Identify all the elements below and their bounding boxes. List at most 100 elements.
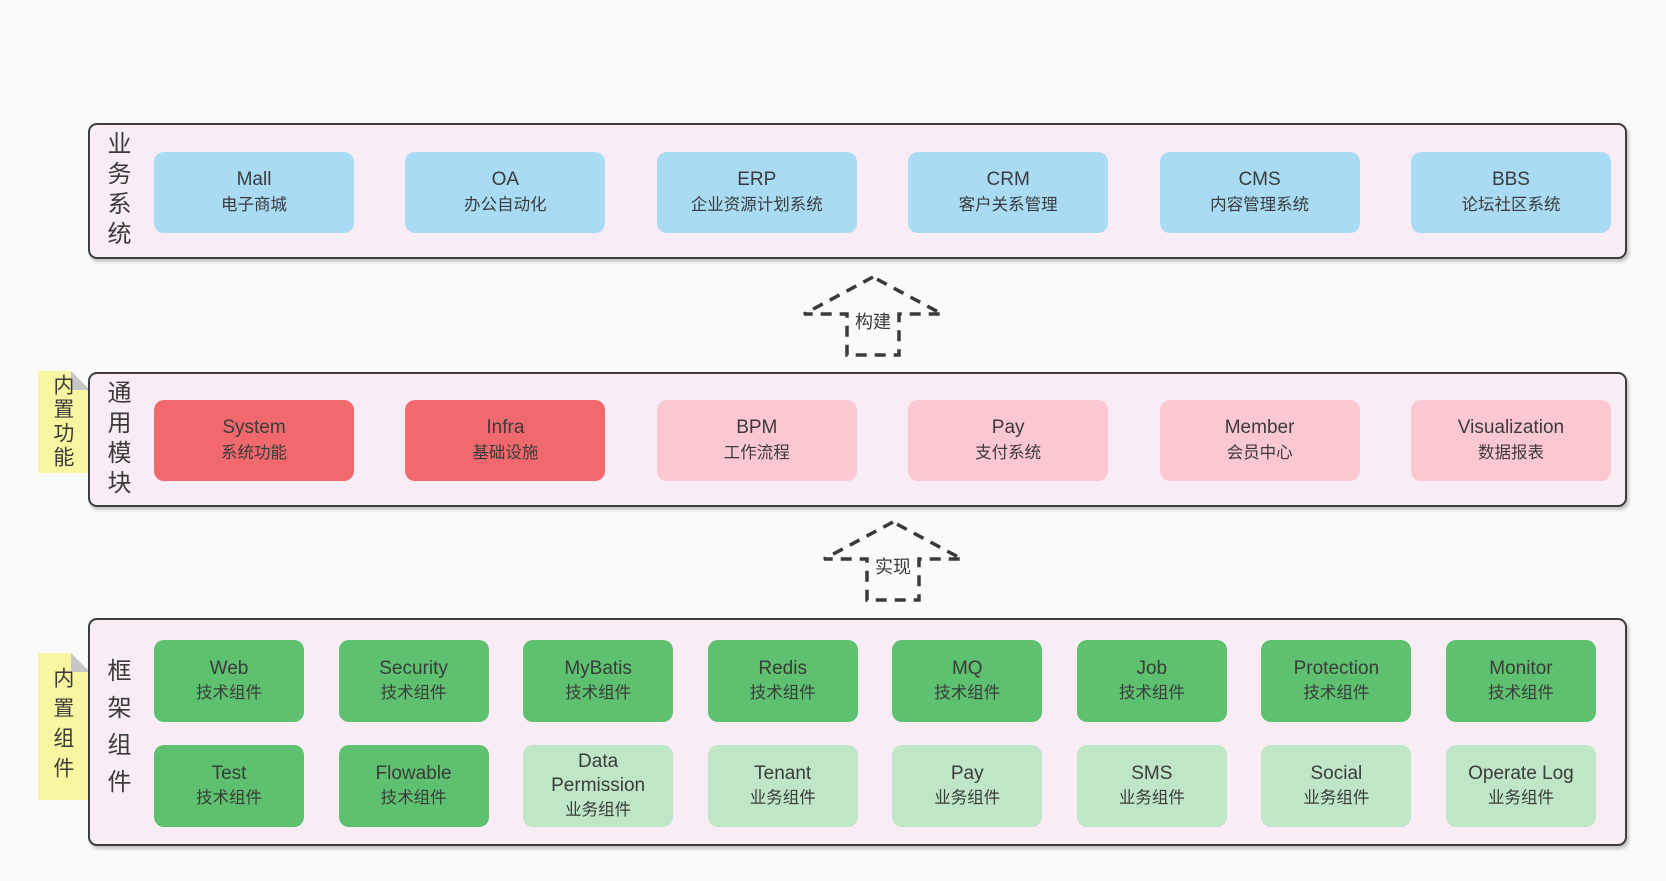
node-mybatis: MyBatis 技术组件 [523,640,674,722]
node-pay: Pay 支付系统 [908,400,1109,481]
folded-corner-icon [71,371,90,390]
node-cms: CMS 内容管理系统 [1159,152,1360,233]
node-subtitle: 基础设施 [472,444,539,462]
node-title: System [222,417,286,438]
node-title: CRM [986,169,1030,190]
node-title: Infra [486,417,525,438]
node-title: Flowable [375,763,452,784]
section-framework-components: 框架组件 Web 技术组件 Security 技术组件 MyBatis 技术组件… [88,618,1627,846]
node-title: SMS [1131,763,1173,784]
node-subtitle: 支付系统 [975,444,1042,462]
node-mall: Mall 电子商城 [154,152,354,233]
node-subtitle: 系统功能 [221,444,287,462]
node-title: BPM [736,417,778,438]
node-title: CMS [1238,169,1281,190]
node-subtitle: 业务组件 [1303,789,1370,807]
section-common-modules: 通用模块 System 系统功能 Infra 基础设施 BPM 工作流程 Pay… [88,372,1627,507]
node-title: MyBatis [564,658,632,679]
node-operate-log: Operate Log 业务组件 [1445,745,1596,827]
section-business-systems: 业务系统 Mall 电子商城 OA 办公自动化 ERP 企业资源计划系统 CRM… [88,123,1627,259]
framework-row-2: Test 技术组件 Flowable 技术组件 Data Permission … [154,745,1596,827]
node-system: System 系统功能 [154,400,354,481]
node-subtitle: 业务组件 [934,789,1001,807]
node-title: Visualization [1457,417,1565,438]
node-title: OA [491,169,520,190]
node-title: Tenant [754,763,812,784]
node-title: Protection [1293,658,1380,679]
business-systems-row: Mall 电子商城 OA 办公自动化 ERP 企业资源计划系统 CRM 客户关系… [154,152,1611,233]
node-infra: Infra 基础设施 [405,400,606,481]
node-oa: OA 办公自动化 [405,152,606,233]
node-test: Test 技术组件 [154,745,304,827]
node-security: Security 技术组件 [338,640,489,722]
section-label: 框架组件 [103,658,130,806]
node-subtitle: 技术组件 [196,789,262,807]
node-subtitle: 数据报表 [1477,444,1544,462]
node-title: Monitor [1489,658,1553,679]
node-title: Security [379,658,448,679]
node-erp: ERP 企业资源计划系统 [656,152,857,233]
node-subtitle: 技术组件 [380,789,447,807]
node-crm: CRM 客户关系管理 [908,152,1109,233]
node-visualization: Visualization 数据报表 [1410,400,1611,481]
node-pay-business: Pay 业务组件 [892,745,1043,827]
node-title: Pay [950,763,984,784]
node-title: Social [1310,763,1363,784]
node-subtitle: 技术组件 [1487,684,1554,702]
common-modules-row: System 系统功能 Infra 基础设施 BPM 工作流程 Pay 支付系统… [154,400,1611,481]
node-data-permission: Data Permission 业务组件 [523,745,674,827]
arrow-implement: 实现 [821,519,965,603]
node-subtitle: 论坛社区系统 [1461,196,1561,214]
sticky-note-text: 内置组件 [50,666,74,787]
arrow-build: 构建 [801,274,945,358]
node-title: Pay [991,417,1025,438]
arrow-label: 构建 [852,311,894,333]
node-title: Operate Log [1468,763,1574,784]
node-subtitle: 技术组件 [196,684,262,702]
node-job: Job 技术组件 [1076,640,1227,722]
node-subtitle: 技术组件 [1118,684,1185,702]
node-redis: Redis 技术组件 [707,640,858,722]
node-subtitle: 会员中心 [1226,444,1293,462]
node-mq: MQ 技术组件 [892,640,1043,722]
node-flowable: Flowable 技术组件 [338,745,489,827]
node-title: ERP [737,169,777,190]
node-title: Member [1224,417,1295,438]
node-member: Member 会员中心 [1159,400,1360,481]
arrow-label: 实现 [872,556,914,578]
node-subtitle: 内容管理系统 [1210,196,1310,214]
section-label: 业务系统 [103,131,130,251]
node-title: Web [209,658,249,679]
sticky-note-builtin-components: 内置组件 [38,653,90,800]
node-bbs: BBS 论坛社区系统 [1410,152,1611,233]
node-social: Social 业务组件 [1261,745,1412,827]
node-subtitle: 技术组件 [749,684,816,702]
node-bpm: BPM 工作流程 [656,400,857,481]
node-subtitle: 业务组件 [1118,789,1185,807]
node-title: Job [1136,658,1168,679]
section-label: 通用模块 [103,379,130,500]
node-title: Mall [236,169,272,190]
node-subtitle: 技术组件 [934,684,1001,702]
sticky-note-builtin-features: 内置功能 [38,371,90,473]
node-subtitle: 企业资源计划系统 [690,196,823,214]
node-subtitle: 技术组件 [565,684,632,702]
node-subtitle: 业务组件 [565,801,632,819]
node-title: Data Permission [551,751,646,796]
node-subtitle: 工作流程 [723,444,790,462]
node-subtitle: 业务组件 [1487,789,1554,807]
node-subtitle: 技术组件 [380,684,447,702]
node-subtitle: 办公自动化 [464,196,547,214]
node-monitor: Monitor 技术组件 [1445,640,1596,722]
node-title: MQ [951,658,983,679]
node-sms: SMS 业务组件 [1076,745,1227,827]
node-subtitle: 客户关系管理 [958,196,1058,214]
node-subtitle: 技术组件 [1303,684,1370,702]
node-tenant: Tenant 业务组件 [707,745,858,827]
node-protection: Protection 技术组件 [1261,640,1412,722]
node-title: BBS [1491,169,1530,190]
node-subtitle: 电子商城 [221,196,287,214]
folded-corner-icon [71,653,90,672]
node-subtitle: 业务组件 [749,789,816,807]
